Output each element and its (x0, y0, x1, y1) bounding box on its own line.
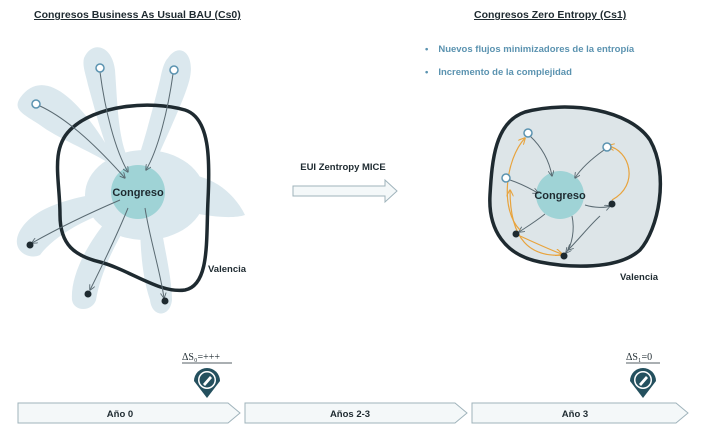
stage-label: Año 3 (562, 409, 588, 420)
timeline: Año 0 Años 2-3 Año 3 (17, 402, 689, 424)
destination-node (560, 252, 568, 260)
congress-node-right (536, 171, 584, 219)
city-label-left: Valencia (208, 264, 247, 275)
flows-right-grey (509, 135, 610, 253)
origin-node (31, 99, 41, 109)
stage-label: Año 0 (107, 409, 133, 420)
pencil-pin-icon (630, 368, 656, 398)
stage-arrow (244, 402, 468, 424)
origin-node (602, 142, 612, 152)
stage-arrow (471, 402, 689, 424)
flows-right-orange (507, 138, 630, 255)
destination-node (84, 290, 92, 298)
city-label-right: Valencia (620, 272, 659, 283)
transition-label: EUI Zentropy MICE (300, 162, 386, 173)
stage-label: Años 2-3 (330, 409, 370, 420)
inflows-left (32, 71, 174, 298)
pencil-pin-icon (194, 368, 220, 398)
stage-arrow (17, 402, 241, 424)
origin-node (501, 173, 511, 183)
origin-node (169, 65, 179, 75)
origin-node (95, 63, 105, 73)
origin-node (523, 128, 533, 138)
left-diagram-title: Congresos Business As Usual BAU (Cs0) (34, 9, 241, 21)
bullet-new-flows: Nuevos flujos minimizadores de la entrop… (425, 44, 634, 55)
destination-node (512, 230, 520, 238)
left-diagram: Congreso Valencia (16, 47, 247, 314)
transition-arrow (292, 178, 398, 204)
destination-node (26, 241, 34, 249)
entropy-label-left: ΔS₀=+++ (182, 352, 220, 363)
city-boundary-left (55, 103, 211, 293)
congress-label-left: Congreso (112, 187, 164, 199)
right-diagram-title: Congresos Zero Entropy (Cs1) (474, 9, 627, 21)
bullet-complexity: Incremento de la complejidad (425, 67, 634, 78)
right-diagram: Congreso Valencia (488, 105, 663, 283)
destination-node (161, 297, 169, 305)
destination-node (608, 200, 616, 208)
entropy-label-right: ΔS₁=0 (626, 352, 652, 363)
feature-list: Nuevos flujos minimizadores de la entrop… (425, 44, 634, 90)
congress-label-right: Congreso (534, 190, 586, 202)
